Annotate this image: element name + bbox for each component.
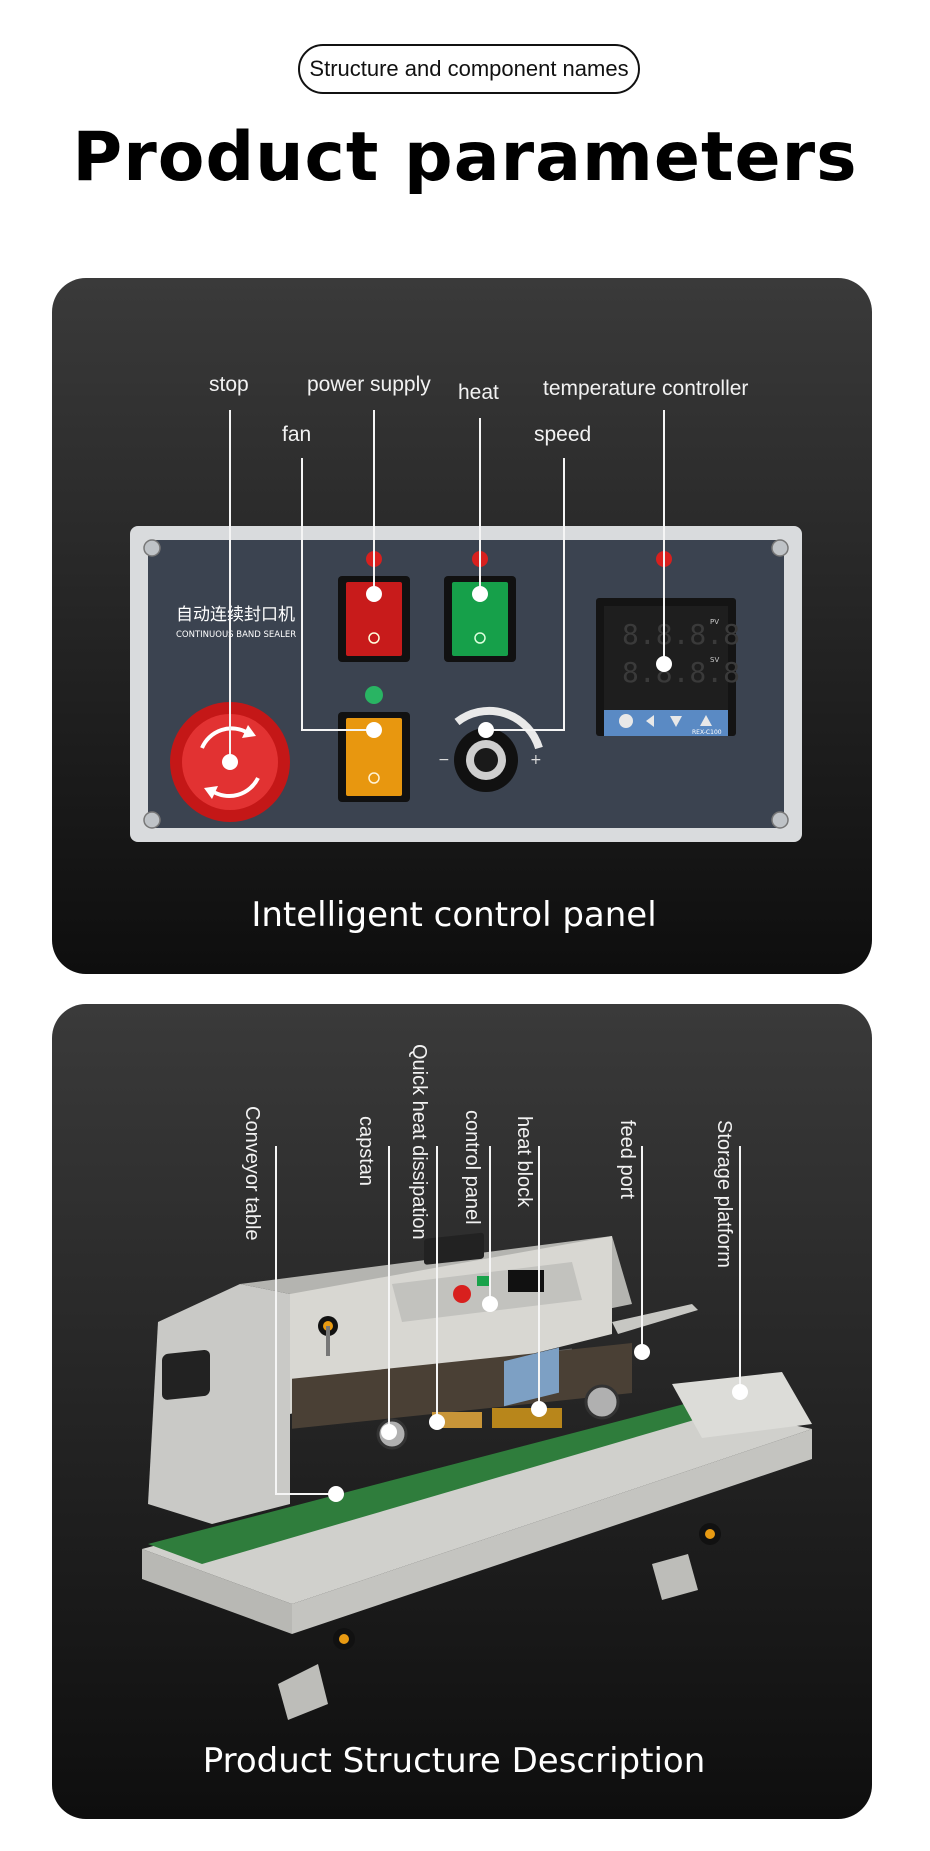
- structure-caption: Product Structure Description: [203, 1741, 706, 1781]
- section-badge: Structure and component names: [298, 44, 640, 94]
- speed-knob[interactable]: − +: [438, 706, 543, 792]
- structure-callout-lines: [275, 1146, 741, 1495]
- panel-screws: [143, 539, 789, 829]
- label-conveyor-table: Conveyor table: [241, 1106, 263, 1241]
- pv-display: 8.8.8.8: [622, 618, 740, 651]
- machine-body: [148, 1232, 698, 1524]
- svg-text:−: −: [438, 752, 450, 768]
- band-sealer-illustration: Conveyor table capstan Quick heat dissip…: [142, 1044, 812, 1781]
- label-storage-platform: Storage platform: [713, 1120, 735, 1268]
- label-temperature-controller: temperature controller: [543, 377, 748, 400]
- label-speed: speed: [534, 423, 591, 446]
- svg-text:PV: PV: [710, 618, 719, 626]
- label-fan: fan: [282, 423, 311, 446]
- structure-card: Conveyor table capstan Quick heat dissip…: [52, 1004, 872, 1819]
- structure-callout-dots: [328, 1296, 748, 1502]
- control-panel-illustration: 自动连续封口机 CONTINUOUS BAND SEALER: [130, 373, 802, 935]
- svg-text:SV: SV: [710, 656, 719, 664]
- fan-icon: [365, 686, 383, 704]
- label-heat: heat: [458, 381, 499, 404]
- temperature-controller[interactable]: 8.8.8.8 8.8.8.8 PV SV REX-C100: [596, 551, 740, 736]
- label-feed-port: feed port: [616, 1120, 638, 1199]
- panel-brand-en: CONTINUOUS BAND SEALER: [176, 630, 296, 640]
- svg-text:+: +: [530, 752, 542, 768]
- label-stop: stop: [209, 373, 249, 396]
- label-heat-block: heat block: [513, 1116, 535, 1208]
- heat-switch[interactable]: [444, 551, 516, 662]
- svg-text:REX-C100: REX-C100: [692, 729, 722, 736]
- panel-brand-cn: 自动连续封口机: [176, 605, 295, 625]
- control-panel-card: 自动连续封口机 CONTINUOUS BAND SEALER: [52, 278, 872, 974]
- label-power-supply: power supply: [307, 373, 431, 396]
- label-quick-heat-dissipation: Quick heat dissipation: [408, 1044, 430, 1240]
- page-title: Product parameters: [72, 118, 858, 197]
- control-panel-caption: Intelligent control panel: [251, 895, 656, 935]
- callout-lines: [229, 410, 665, 762]
- label-control-panel: control panel: [461, 1110, 483, 1225]
- callout-dots: [222, 586, 672, 770]
- label-capstan: capstan: [355, 1116, 377, 1186]
- fan-switch[interactable]: [338, 686, 410, 802]
- conveyor: [142, 1347, 812, 1720]
- sv-display: 8.8.8.8: [622, 656, 740, 689]
